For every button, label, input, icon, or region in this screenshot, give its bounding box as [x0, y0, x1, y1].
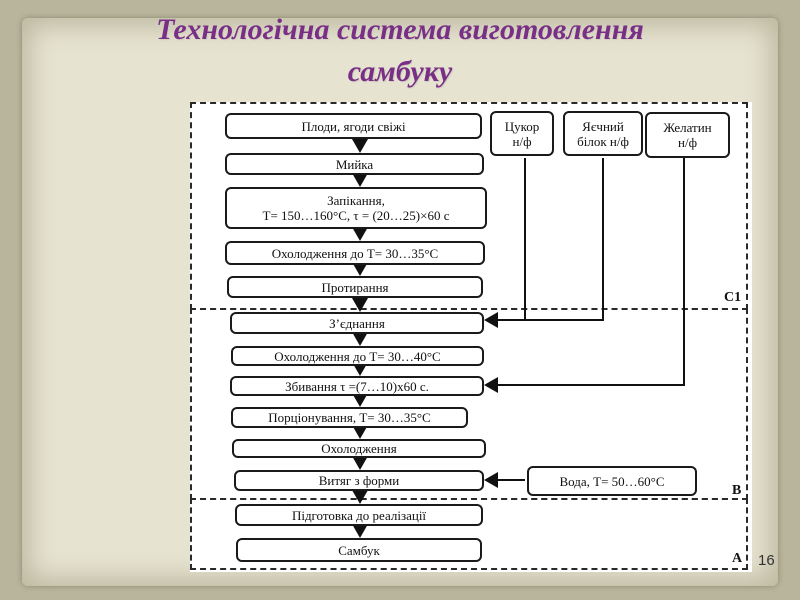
flow-connectors [352, 139, 685, 538]
step-preparation-for-sale: Підготовка до реалізації [235, 504, 483, 526]
step-demolding: Витяг з форми [234, 470, 484, 491]
input-egg-white: Яєчний білок н/ф [563, 111, 643, 156]
input-egg-white-name: Яєчний [582, 118, 624, 134]
input-sugar: Цукор н/ф [490, 111, 554, 156]
zone-c1-label: С1 [724, 290, 742, 305]
step-baking-params: Т= 150…160°С, τ = (20…25)×60 с [262, 208, 450, 223]
step-fruits-berries: Плоди, ягоди свіжі [225, 113, 482, 139]
step-cooling-30-40: Охолодження до Т= 30…40°С [231, 346, 484, 366]
zone-a-label: А [732, 551, 743, 566]
step-cooling-30-35: Охолодження до Т= 30…35°С [225, 241, 485, 265]
page-number: 16 [758, 552, 775, 569]
process-diagram: С1 В А Плоди, ягоди свіжі Мий [190, 102, 752, 572]
step-portioning: Порціонування, Т= 30…35°С [231, 407, 468, 428]
arrow-gelatin [484, 158, 685, 393]
input-water: Вода, Т= 50…60°С [527, 466, 697, 496]
input-sugar-note: н/ф [512, 133, 532, 149]
step-sambuk: Самбук [236, 538, 482, 562]
step-baking-label: Запікання, [327, 193, 385, 208]
input-sugar-name: Цукор [504, 118, 540, 134]
step-baking: Запікання, Т= 150…160°С, τ = (20…25)×60 … [225, 187, 487, 229]
step-combining: З’єднання [230, 312, 484, 334]
step-washing: Мийка [225, 153, 484, 175]
arrow-egg [525, 158, 604, 321]
zone-b-label: В [732, 483, 742, 498]
slide-title-line2: самбуку [347, 55, 453, 88]
step-cooling: Охолодження [232, 439, 486, 458]
arrow-sugar [484, 158, 526, 328]
step-rubbing: Протирання [227, 276, 483, 298]
input-egg-white-note: білок н/ф [577, 133, 629, 149]
input-gelatin: Желатин н/ф [645, 112, 730, 158]
input-gelatin-name: Желатин [663, 120, 712, 135]
step-whipping: Збивання τ =(7…10)х60 с. [230, 376, 484, 396]
input-gelatin-note: н/ф [678, 135, 697, 150]
zone-a [190, 498, 748, 570]
slide-title-line1: Технологічна система виготовлення [156, 13, 644, 46]
